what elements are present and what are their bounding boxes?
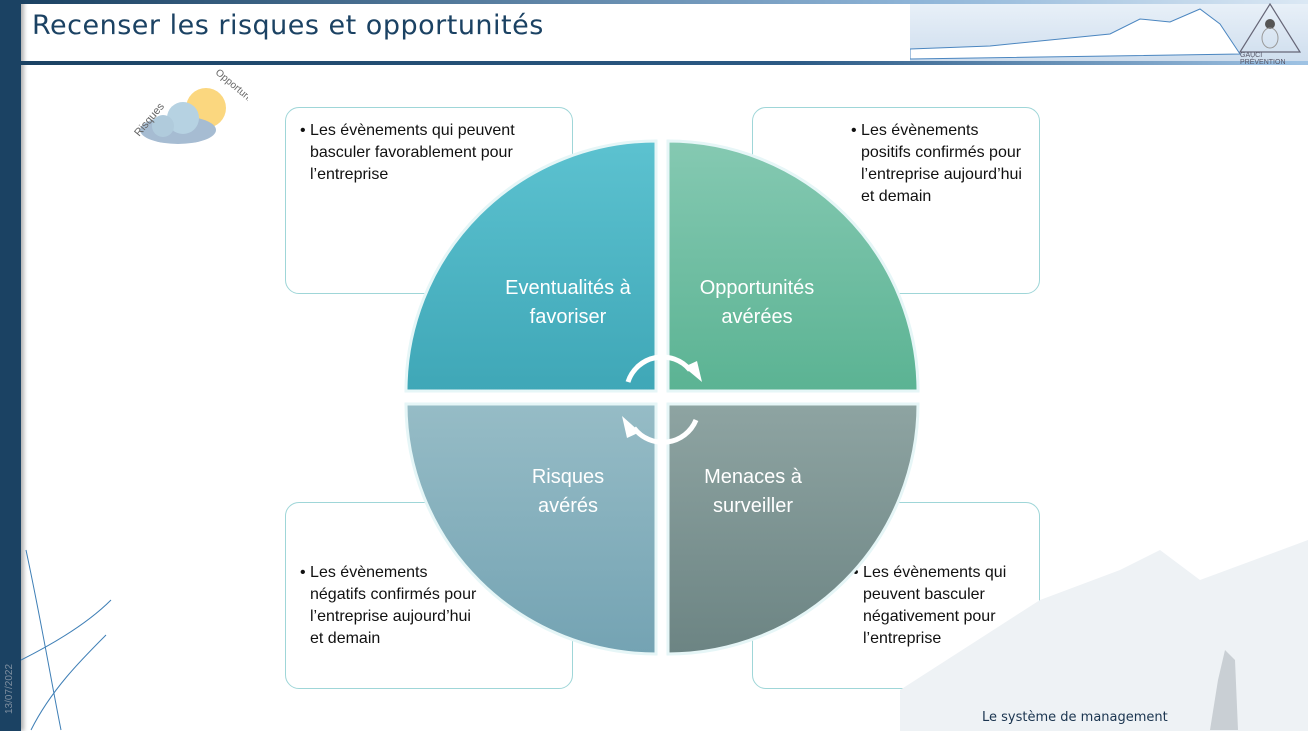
description-text: Les évènements négatifs confirmés pour l… bbox=[300, 562, 482, 650]
quadrant-risques bbox=[404, 402, 658, 656]
description-text: Les évènements qui peuvent basculer néga… bbox=[853, 562, 1027, 650]
slide-footer: Le système de management bbox=[982, 710, 1168, 725]
quadrant-menaces bbox=[666, 402, 920, 656]
mountain-hiker-image bbox=[900, 540, 1308, 731]
decorative-swirl bbox=[21, 549, 112, 731]
weather-risk-opportunity-icon: Risques Opportunités bbox=[132, 68, 248, 144]
left-sidebar-bar bbox=[0, 0, 21, 731]
logo-text: GAUCI PRÉVENTION bbox=[1240, 52, 1286, 66]
quadrant-eventualites bbox=[404, 139, 658, 393]
description-text: Les évènements qui peuvent basculer favo… bbox=[300, 120, 560, 186]
description-text: Les évènements positifs confirmés pour l… bbox=[851, 120, 1027, 208]
cycle-arrows-icon bbox=[625, 354, 699, 445]
gauci-prevention-logo bbox=[1238, 2, 1302, 53]
quadrant-opportunites bbox=[666, 139, 920, 393]
slide-title: Recenser les risques et opportunités bbox=[32, 10, 544, 41]
top-border bbox=[21, 0, 1308, 4]
title-underline bbox=[21, 61, 1308, 65]
